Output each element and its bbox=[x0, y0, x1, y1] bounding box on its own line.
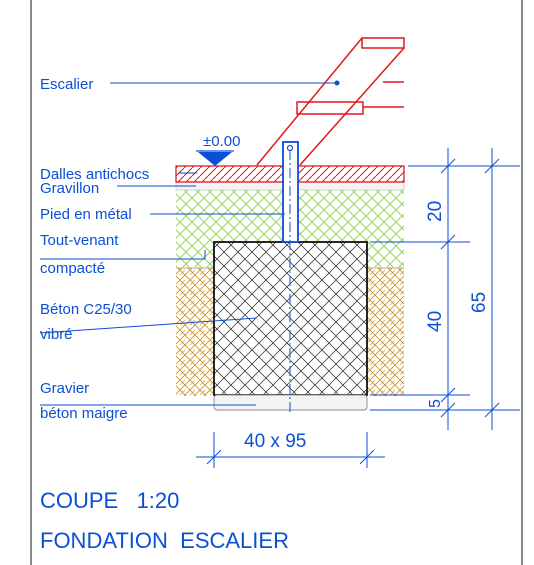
label-pied-metal: Pied en métal bbox=[40, 206, 132, 223]
stair-outline bbox=[256, 37, 405, 166]
horizontal-dimension-lines bbox=[196, 432, 385, 468]
dim-65: 65 bbox=[469, 292, 490, 313]
label-gravier: Gravier bbox=[40, 380, 89, 397]
dim-5: 5 bbox=[427, 399, 444, 408]
label-tout-venant: Tout-venant bbox=[40, 232, 119, 249]
label-compacte: compacté bbox=[40, 260, 105, 277]
label-dalles-antichocs: Dalles antichocs bbox=[40, 166, 149, 183]
level-marker-icon bbox=[198, 152, 232, 166]
dim-40: 40 bbox=[425, 311, 446, 332]
leader-lines bbox=[39, 80, 340, 406]
label-escalier: Escalier bbox=[40, 76, 93, 93]
dim-20: 20 bbox=[425, 201, 446, 222]
label-beton: Béton C25/30 bbox=[40, 301, 132, 318]
label-beton-maigre: béton maigre bbox=[40, 405, 128, 422]
label-gravillon: Gravillon bbox=[40, 180, 99, 197]
vertical-dimension-lines bbox=[370, 148, 520, 430]
label-vibre: vibré bbox=[40, 326, 73, 343]
drawing-title-scale: COUPE 1:20 bbox=[40, 488, 179, 513]
drawing-title-name: FONDATION ESCALIER bbox=[40, 528, 289, 553]
dim-footing-size: 40 x 95 bbox=[244, 431, 306, 452]
level-label: ±0.00 bbox=[203, 133, 240, 150]
